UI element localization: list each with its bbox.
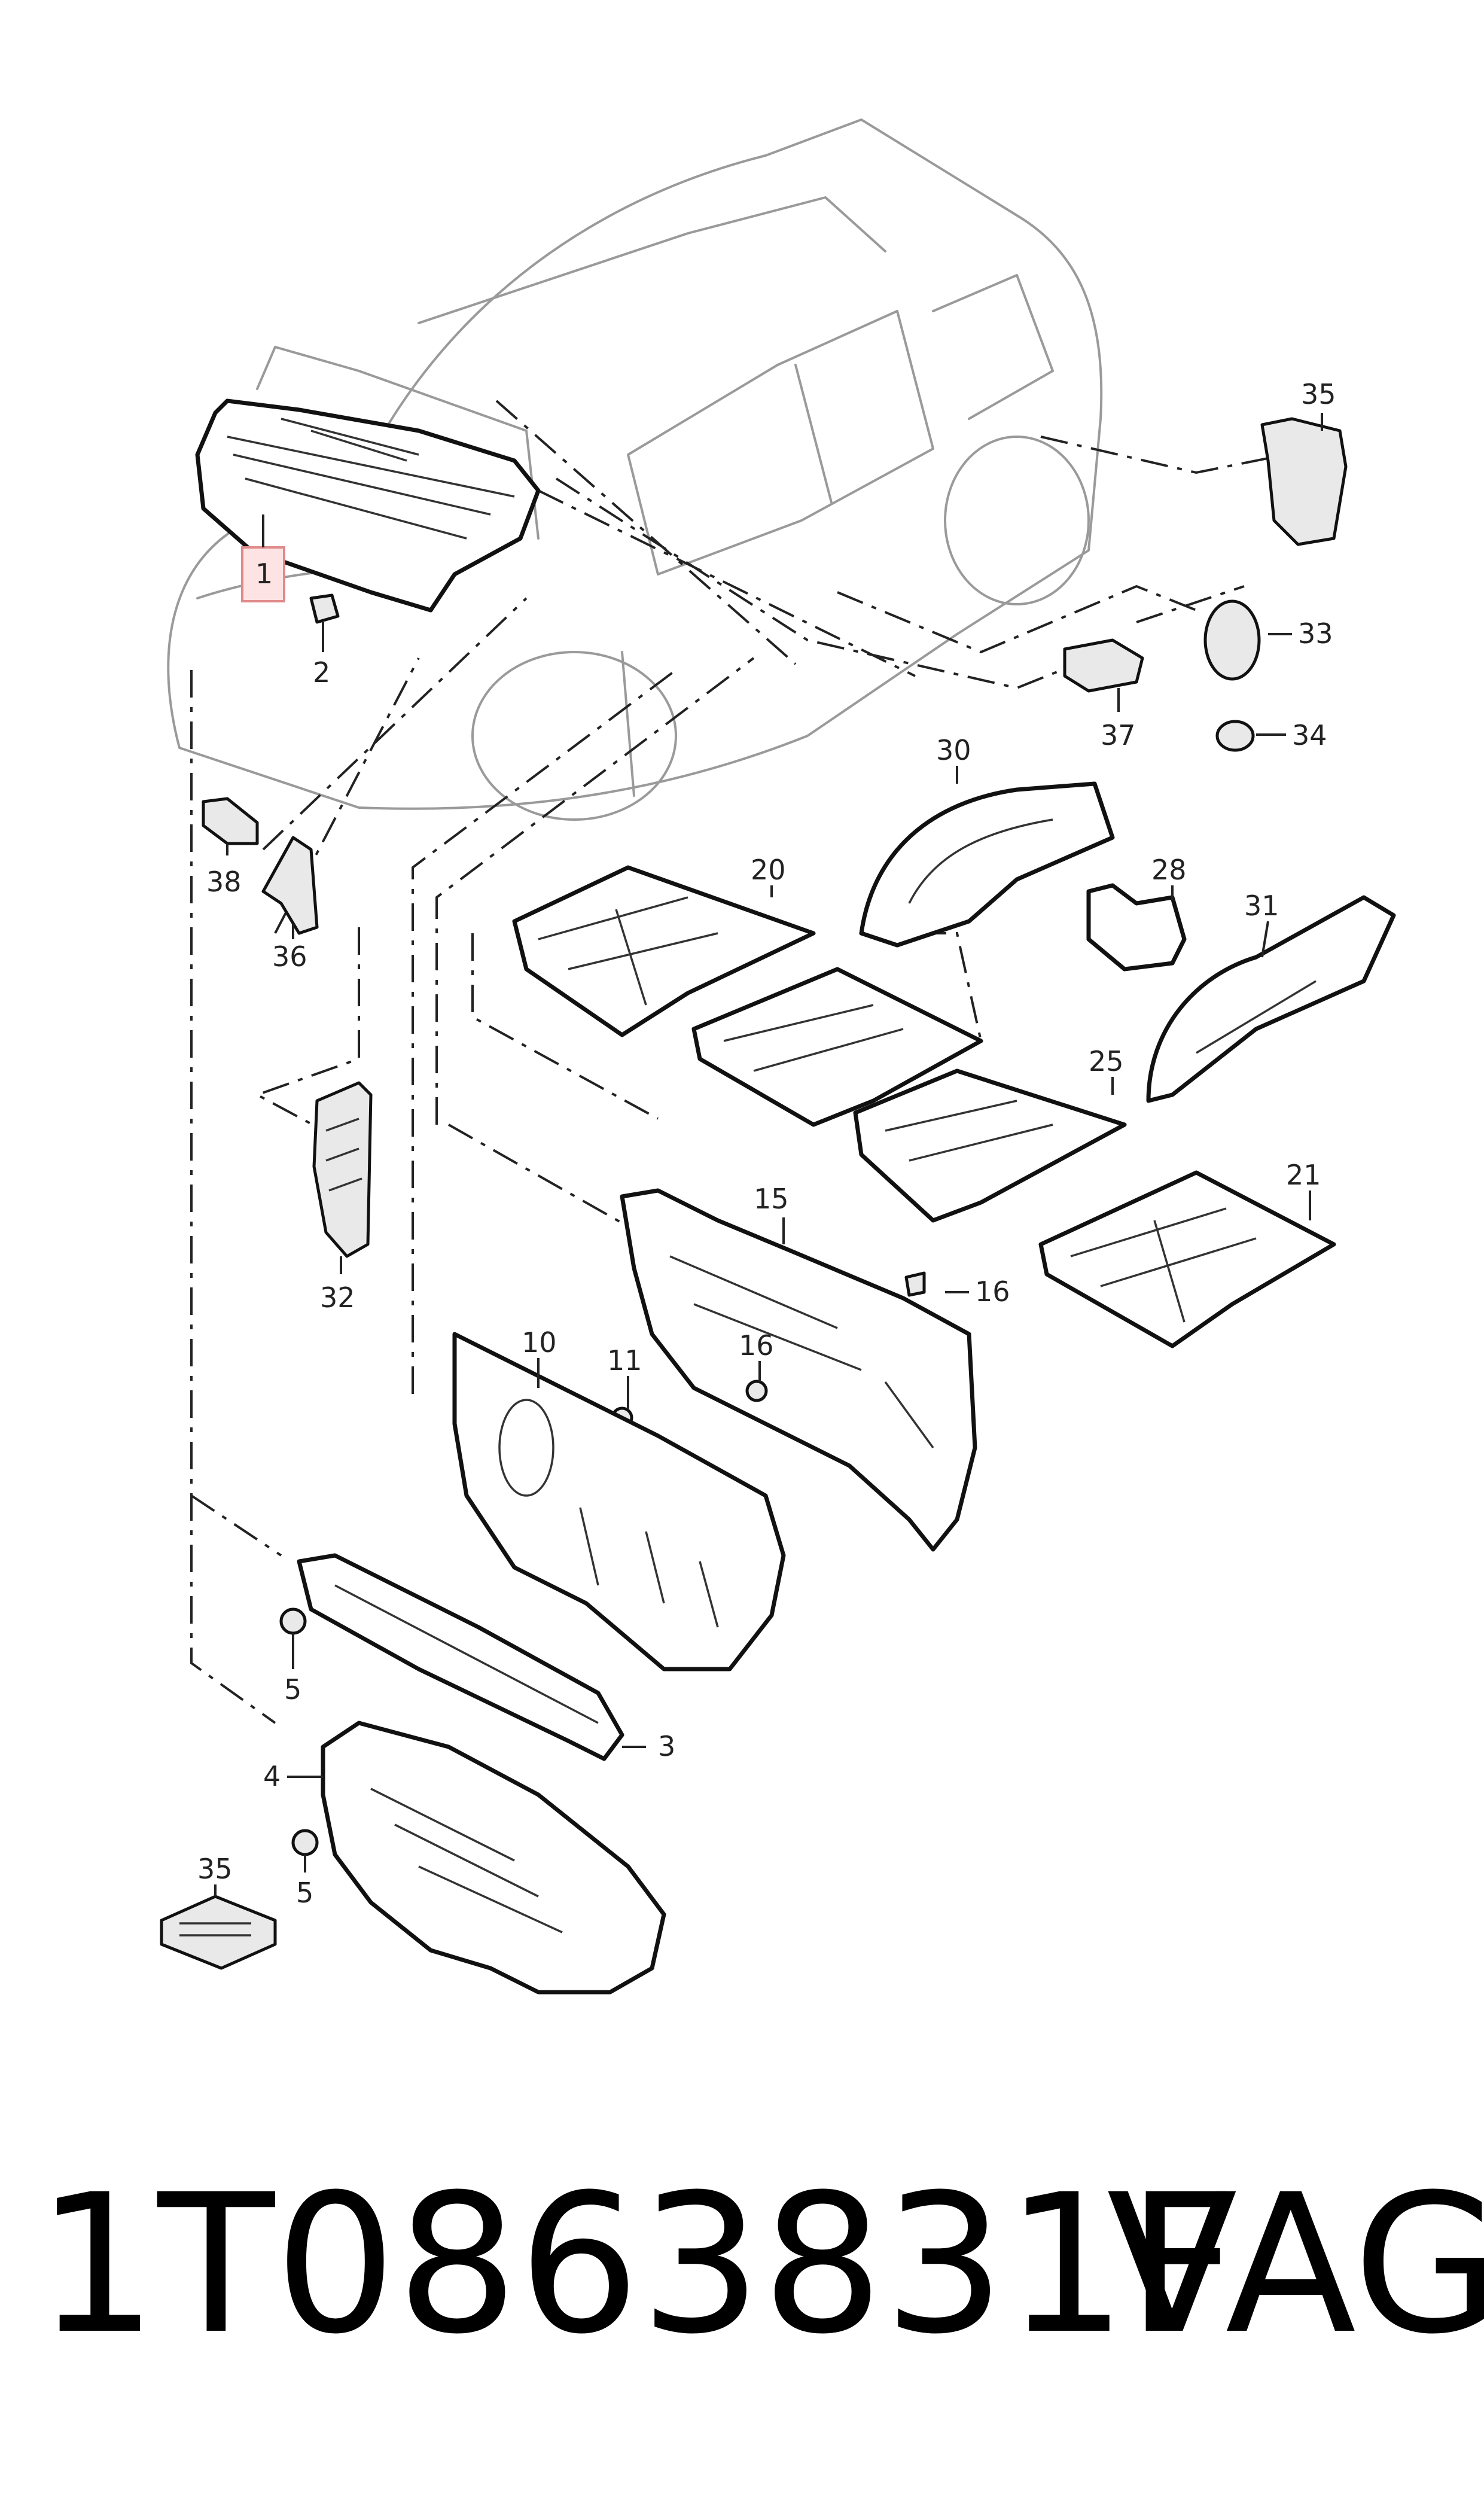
callout-3: 3	[658, 1730, 675, 1762]
part-4-dash-insulation[interactable]	[321, 1721, 666, 1995]
part-35-rear-panel[interactable]	[1260, 417, 1348, 546]
part-36[interactable]	[261, 836, 319, 935]
brand-label: VAG	[1107, 2154, 1484, 2376]
callout-16b: 16	[739, 1329, 774, 1362]
part-15[interactable]	[620, 1188, 977, 1552]
part-31[interactable]	[1146, 895, 1396, 1103]
part-number: 1T0863831F	[36, 2154, 1238, 2376]
part-30[interactable]	[859, 781, 1115, 948]
callout-32: 32	[320, 1281, 355, 1314]
part-32[interactable]	[312, 1081, 373, 1258]
footer: 1T0863831F VAG	[36, 2154, 1484, 2405]
callout-30: 30	[936, 734, 971, 766]
callout-20: 20	[751, 854, 786, 886]
callout-35-bottom: 35	[197, 1853, 233, 1885]
leader-lines	[214, 413, 1323, 1896]
part-35-mat[interactable]	[160, 1895, 277, 1970]
callout-37: 37	[1101, 719, 1136, 751]
exploded-parts-diagram: 1 2 3 4 5 5 10 11 15 16 16 20 21 25 28 3…	[160, 118, 1396, 1995]
callout-11: 11	[607, 1344, 642, 1377]
part-25-tray[interactable]	[853, 1068, 1127, 1223]
part-25[interactable]	[691, 967, 983, 1127]
part-16-clip-a[interactable]	[904, 1271, 926, 1297]
callout-28: 28	[1151, 854, 1187, 886]
callout-4: 4	[263, 1760, 281, 1792]
callout-5a: 5	[284, 1673, 301, 1706]
callout-10: 10	[522, 1326, 557, 1359]
callout-35-top: 35	[1301, 378, 1336, 410]
part-5-fastener-a[interactable]	[279, 1607, 307, 1635]
part-16-clip-b[interactable]	[745, 1380, 768, 1402]
callout-2: 2	[313, 656, 330, 689]
part-20[interactable]	[512, 865, 816, 1037]
callout-16a: 16	[975, 1275, 1010, 1308]
part-2-clip[interactable]	[309, 593, 340, 624]
part-37[interactable]	[1063, 638, 1144, 693]
part-33[interactable]	[1203, 599, 1261, 681]
callout-15: 15	[754, 1183, 789, 1215]
callout-labels: 1 2 3 4 5 5 10 11 15 16 16 20 21 25 28 3…	[197, 378, 1336, 1909]
callout-38: 38	[206, 866, 242, 898]
callout-34: 34	[1292, 719, 1327, 751]
callout-25: 25	[1089, 1045, 1124, 1077]
callout-21: 21	[1286, 1159, 1321, 1191]
part-28[interactable]	[1086, 883, 1187, 972]
part-38[interactable]	[202, 797, 259, 845]
callout-33: 33	[1298, 617, 1333, 650]
callout-31: 31	[1244, 890, 1279, 922]
part-5-fastener-b[interactable]	[291, 1829, 319, 1856]
callout-1: 1	[255, 558, 273, 590]
part-10[interactable]	[452, 1332, 786, 1671]
part-21[interactable]	[1038, 1170, 1336, 1348]
vehicle-outline	[167, 118, 1103, 821]
part-3-crossmember[interactable]	[297, 1553, 624, 1761]
part-34[interactable]	[1215, 720, 1255, 752]
callout-5b: 5	[296, 1877, 313, 1909]
callout-36: 36	[272, 940, 307, 973]
